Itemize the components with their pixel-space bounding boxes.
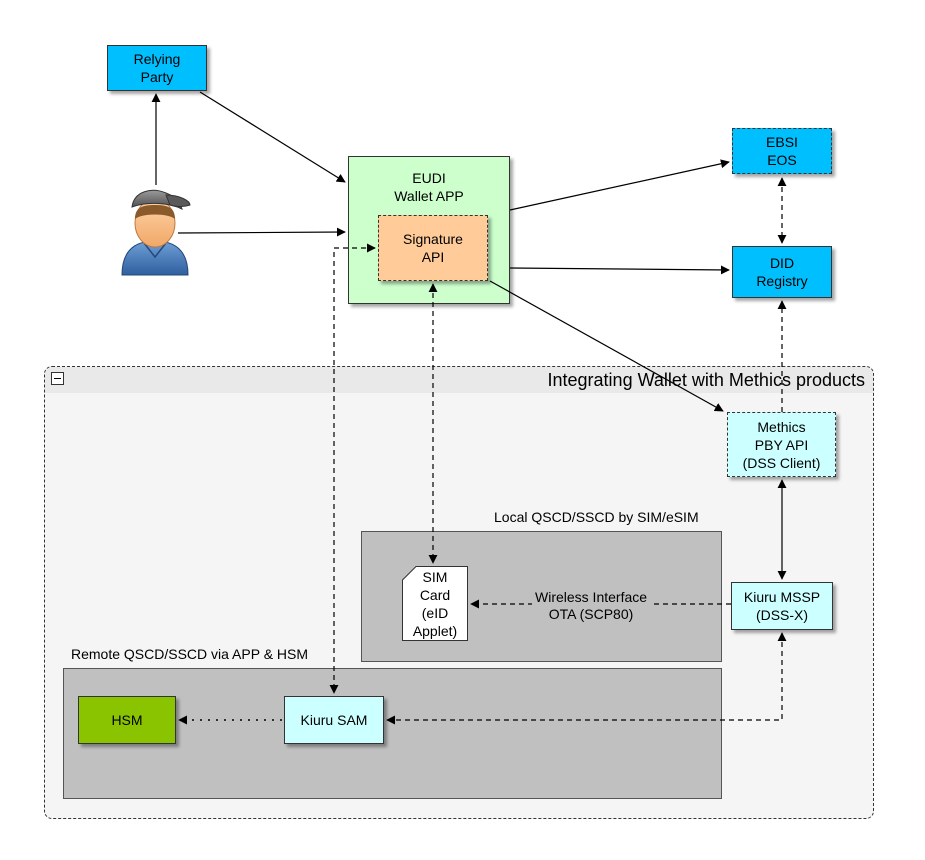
wireless-interface-label: Wireless Interface OTA (SCP80): [532, 589, 651, 623]
user-icon: [118, 185, 192, 277]
node-label: EBSI: [766, 134, 798, 150]
node-label: EOS: [767, 152, 797, 168]
signature-api-node[interactable]: Signature API: [378, 215, 488, 281]
node-label: Wallet APP: [394, 188, 464, 204]
node-label: PBY API: [754, 436, 809, 453]
node-label: Applet): [412, 622, 458, 639]
node-label: (eID: [421, 604, 449, 621]
node-label: Signature: [403, 231, 463, 247]
edge-wallet-ebsi: [509, 159, 730, 211]
did-registry-node[interactable]: DID Registry: [732, 246, 832, 298]
node-label: EUDI: [412, 170, 446, 186]
node-label: (DSS Client): [742, 454, 821, 471]
group-header: Integrating Wallet with Methics products: [45, 367, 873, 393]
ebsi-eos-node[interactable]: EBSI EOS: [732, 128, 832, 174]
node-label: Party: [140, 69, 174, 85]
minus-icon[interactable]: [51, 372, 64, 385]
edge-relying-party-wallet: [199, 91, 346, 183]
group-title: Integrating Wallet with Methics products: [547, 370, 865, 390]
node-label: (DSS-X): [755, 607, 809, 623]
edge-wallet-did: [509, 265, 730, 275]
node-label: HSM: [111, 712, 143, 728]
node-label: Kiuru SAM: [300, 712, 368, 728]
node-label: SIM: [422, 568, 448, 585]
relying-party-node[interactable]: Relying Party: [107, 45, 207, 91]
node-label: API: [421, 249, 445, 265]
remote-group-title: Remote QSCD/SSCD via APP & HSM: [71, 646, 309, 662]
sim-card-node[interactable]: SIM Card (eID Applet): [402, 566, 468, 641]
kiuru-sam-node[interactable]: Kiuru SAM: [284, 696, 384, 744]
edge-label-line: Wireless Interface: [535, 589, 648, 605]
node-label: Card: [419, 586, 451, 603]
node-label: Methics: [757, 418, 806, 435]
local-group-title: Local QSCD/SSCD by SIM/eSIM: [494, 509, 699, 525]
kiuru-mssp-node[interactable]: Kiuru MSSP (DSS-X): [731, 582, 833, 630]
node-label: Kiuru MSSP: [743, 589, 821, 605]
node-label: DID: [769, 255, 795, 271]
node-label: Registry: [756, 273, 808, 289]
edge-user-wallet: [177, 227, 346, 237]
methics-pby-api-node[interactable]: Methics PBY API (DSS Client): [727, 412, 836, 477]
edge-label-line: OTA (SCP80): [548, 606, 634, 622]
hsm-node[interactable]: HSM: [78, 696, 176, 744]
node-label: Relying: [133, 51, 181, 67]
